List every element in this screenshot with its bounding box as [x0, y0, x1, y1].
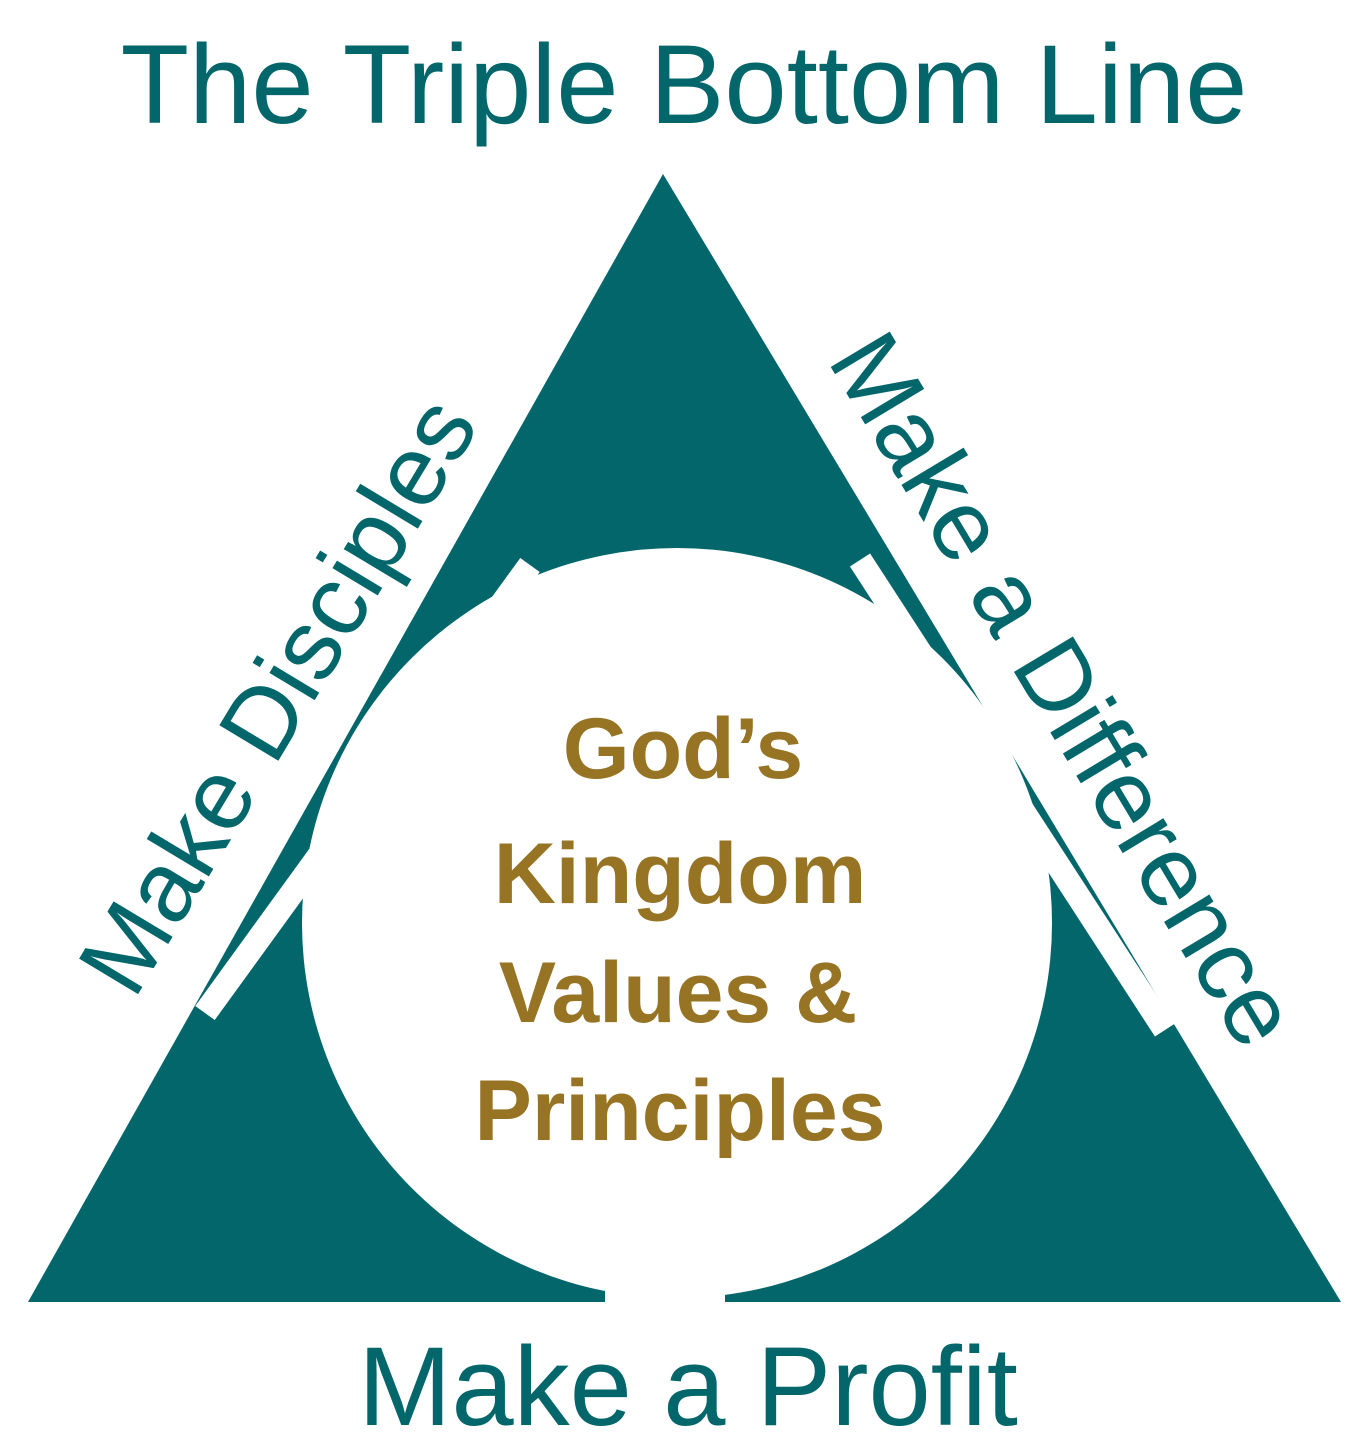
label-make-a-profit: Make a Profit [358, 1324, 1018, 1449]
gap-bottom [605, 1240, 725, 1320]
center-line-4: Principles [474, 1063, 885, 1159]
teal-triangle [28, 174, 1341, 1302]
diagram-title: The Triple Bottom Line [121, 22, 1248, 147]
center-line-1: God’s [563, 701, 804, 797]
gap-right [849, 553, 1176, 1037]
center-line-3: Values & [499, 945, 858, 1041]
center-line-2: Kingdom [494, 826, 867, 922]
gap-left [195, 557, 540, 1021]
